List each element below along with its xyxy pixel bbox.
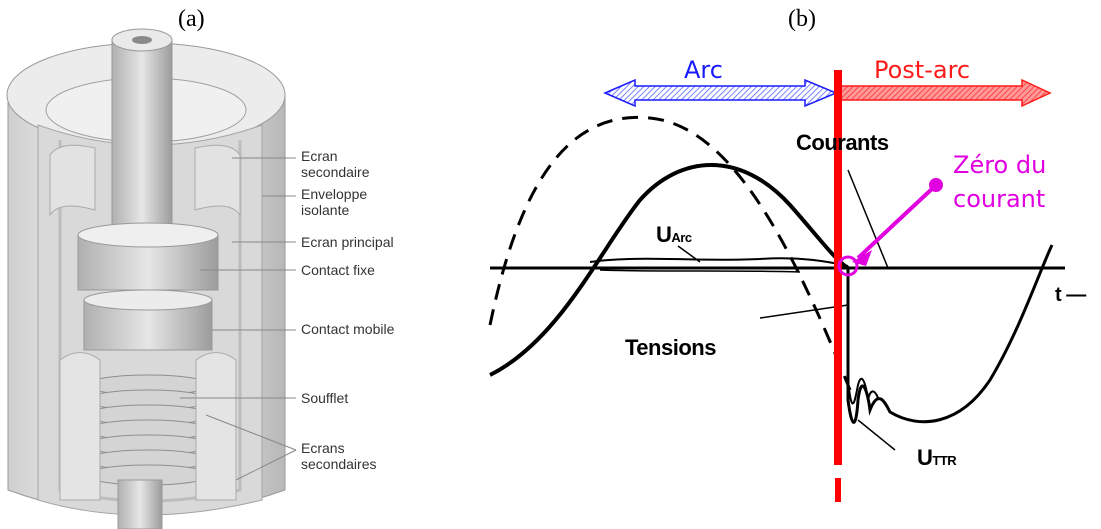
label-ecrans-l2: secondaires	[301, 456, 377, 472]
tensions-label: Tensions	[625, 335, 716, 360]
label-ecrans-secondaires: Ecrans secondaires	[301, 440, 377, 472]
label-ecrans-l1: Ecrans	[301, 440, 345, 456]
zero-label-l2: courant	[953, 185, 1046, 213]
label-ecran-secondaire: Ecran secondaire	[301, 148, 370, 180]
dashed-current-curve	[488, 115, 852, 391]
label-enveloppe-isolante: Enveloppe isolante	[301, 186, 367, 218]
arc-voltage-curve	[589, 257, 849, 267]
u-arc-sub: Arc	[671, 230, 692, 245]
t-axis-label: t —	[1055, 284, 1086, 306]
u-arc-label: UArc	[656, 222, 692, 248]
label-enveloppe-l1: Enveloppe	[301, 186, 368, 202]
label-ecran-secondaire-l2: secondaire	[301, 164, 370, 180]
label-contact-mobile: Contact mobile	[301, 321, 395, 337]
arc-phase-label: Arc	[684, 56, 723, 84]
ttr-oscillation	[847, 377, 879, 405]
label-soufflet: Soufflet	[301, 390, 349, 406]
zero-label-l1: Zéro du	[953, 151, 1047, 179]
label-ecran-secondaire-l1: Ecran	[301, 148, 338, 164]
current-curve	[489, 163, 850, 377]
u-ttr-main: U	[917, 445, 933, 470]
panel-label-b: (b)	[788, 6, 816, 32]
post-arc-arrow	[839, 78, 1052, 108]
post-arc-current-curve	[846, 244, 1054, 424]
courants-label: Courants	[796, 130, 889, 155]
panel-label-a: (a)	[178, 6, 205, 32]
u-arc-main: U	[656, 222, 672, 247]
label-enveloppe-l2: isolante	[301, 202, 350, 218]
label-contact-fixe: Contact fixe	[301, 262, 375, 278]
u-ttr-sub: TTR	[932, 453, 957, 468]
u-ttr-label: UTTR	[917, 445, 957, 471]
post-arc-phase-label: Post-arc	[874, 56, 971, 84]
label-ecran-principal: Ecran principal	[301, 234, 394, 250]
zero-marker	[837, 255, 859, 277]
zero-label: Zéro du courant	[953, 148, 1046, 216]
